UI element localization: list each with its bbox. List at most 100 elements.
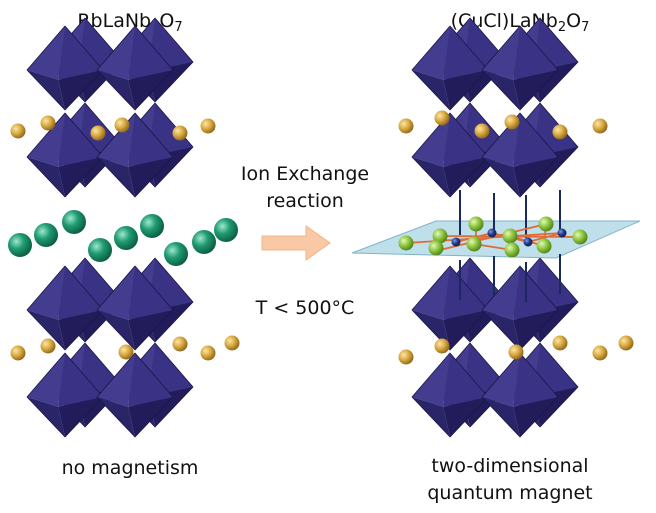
- octahedron-face: [58, 397, 103, 437]
- octahedron-face: [482, 266, 520, 320]
- rb-ion: [8, 233, 32, 257]
- cl-ion: [398, 235, 414, 251]
- octahedron-face: [443, 266, 488, 320]
- left-formula-sub2: 7: [174, 20, 183, 35]
- la-ion: [114, 117, 130, 133]
- octahedron: [26, 25, 104, 111]
- octahedron-face: [97, 266, 135, 320]
- octahedron-face: [513, 157, 558, 197]
- octahedron-face: [128, 157, 173, 197]
- octahedron-face: [443, 26, 488, 80]
- rb-ion: [164, 242, 188, 266]
- octahedron-face: [443, 353, 488, 407]
- la-ion: [172, 336, 188, 352]
- la-ion: [118, 344, 134, 360]
- octahedron-face: [412, 113, 450, 167]
- octahedron-face: [27, 353, 65, 407]
- octahedron: [26, 112, 104, 198]
- octahedron: [481, 265, 559, 351]
- octahedron-edge: [26, 25, 104, 111]
- octahedron-face: [128, 26, 173, 80]
- octahedron-face: [128, 70, 173, 110]
- octahedron-face: [443, 70, 488, 110]
- right-formula-sub1: 2: [557, 20, 567, 35]
- la-ion: [508, 344, 524, 360]
- structure-back-layer: [26, 17, 579, 438]
- octahedron-face: [482, 353, 520, 407]
- cl-ion: [432, 228, 448, 244]
- cl-ion: [466, 236, 482, 252]
- octahedron-edge: [411, 25, 489, 111]
- right-formula-oxygen: O: [566, 10, 582, 32]
- octahedron-face: [128, 266, 173, 320]
- octahedron-face: [443, 113, 488, 167]
- la-ion: [504, 114, 520, 130]
- cucl-plane-layer: [351, 190, 641, 302]
- la-ion: [474, 123, 490, 139]
- la-ion: [40, 115, 56, 131]
- cl-ion: [502, 228, 518, 244]
- la-ion: [398, 349, 414, 365]
- octahedron-edge: [411, 352, 489, 438]
- octahedron-edge: [26, 112, 104, 198]
- arrow-shape: [261, 225, 331, 261]
- cl-ion: [504, 242, 520, 258]
- octahedron-face: [443, 157, 488, 197]
- octahedron-face: [443, 397, 488, 437]
- octahedron-face: [58, 310, 103, 350]
- rb-ion: [34, 223, 58, 247]
- la-ion: [224, 335, 240, 351]
- octahedron: [411, 25, 489, 111]
- octahedron-face: [513, 266, 558, 320]
- cl-ion: [536, 238, 552, 254]
- octahedron-face: [58, 26, 103, 80]
- octahedron-face: [443, 310, 488, 350]
- octahedron-edge: [411, 112, 489, 198]
- right-caption-line2: quantum magnet: [427, 482, 593, 504]
- octahedron-face: [58, 113, 103, 167]
- la-ion: [10, 123, 26, 139]
- la-ion: [10, 345, 26, 361]
- reaction-arrow: [261, 225, 331, 261]
- reaction-label-line2: reaction: [266, 190, 344, 212]
- structure-front-layer: [8, 110, 634, 365]
- octahedron-face: [412, 353, 450, 407]
- la-ion: [592, 118, 608, 134]
- left-formula-main: RbLaNb: [77, 10, 152, 32]
- cu-ion: [523, 237, 533, 247]
- octahedron: [26, 352, 104, 438]
- la-ion: [434, 110, 450, 126]
- octahedron-face: [513, 70, 558, 110]
- cu-ion: [451, 237, 461, 247]
- reaction-label-line1: Ion Exchange: [240, 163, 370, 185]
- temperature-condition: T < 500°C: [255, 297, 355, 319]
- octahedron: [26, 265, 104, 351]
- octahedron: [481, 352, 559, 438]
- octahedron-face: [97, 26, 135, 80]
- la-ion: [90, 125, 106, 141]
- octahedron: [96, 25, 174, 111]
- la-ion: [40, 338, 56, 354]
- octahedron-edge: [96, 265, 174, 351]
- octahedron-face: [27, 26, 65, 80]
- octahedron-edge: [411, 265, 489, 351]
- octahedron-face: [58, 266, 103, 320]
- cu-cl-bond: [405, 232, 563, 244]
- octahedron-face: [513, 113, 558, 167]
- cl-ion: [468, 216, 484, 232]
- octahedron-edge: [96, 112, 174, 198]
- la-ion: [592, 345, 608, 361]
- octahedron-face: [128, 310, 173, 350]
- octahedron: [411, 112, 489, 198]
- rb-ion: [88, 238, 112, 262]
- la-ion: [552, 124, 568, 140]
- la-ion: [200, 118, 216, 134]
- octahedron-edge: [481, 112, 559, 198]
- left-caption: no magnetism: [61, 457, 199, 479]
- octahedron-face: [27, 113, 65, 167]
- la-ion: [200, 345, 216, 361]
- la-ion: [398, 118, 414, 134]
- octahedron: [96, 265, 174, 351]
- octahedron: [96, 352, 174, 438]
